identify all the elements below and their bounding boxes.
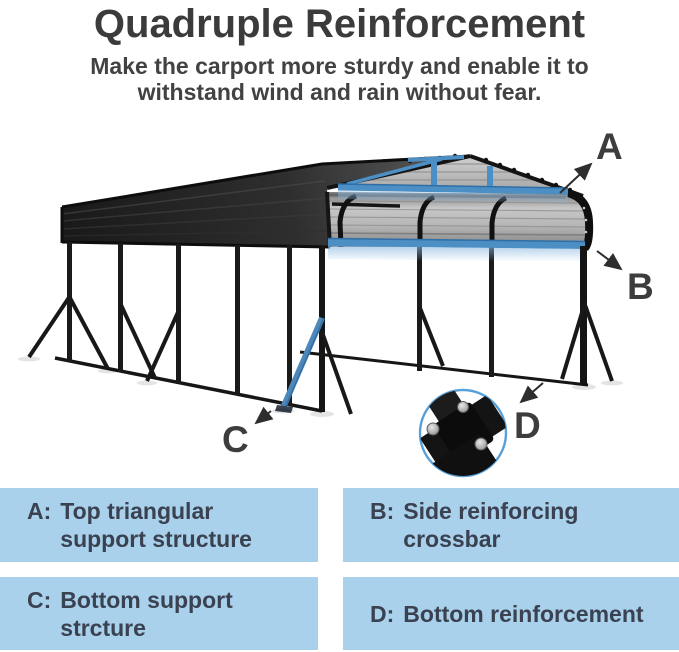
front-fascia-band xyxy=(325,189,594,251)
label-c: C xyxy=(222,419,249,460)
legend-tag-a: A: xyxy=(27,498,52,524)
subtitle-line-2: withstand wind and rain without fear. xyxy=(137,79,542,105)
bracket-inset xyxy=(418,388,508,478)
front-right-corner xyxy=(560,246,614,385)
legend-box-d: D: Bottom reinforcement xyxy=(343,577,679,650)
far-wall xyxy=(299,246,589,387)
legend-text-a: Top triangular support structure xyxy=(60,498,252,552)
page-title: Quadruple Reinforcement xyxy=(93,2,586,46)
legend-box-b: B: Side reinforcing crossbar xyxy=(343,488,679,562)
bottom-support-brace xyxy=(275,316,325,413)
legend-tag-c: C: xyxy=(27,586,52,613)
bolt xyxy=(457,401,469,413)
label-a-arrow xyxy=(559,162,593,194)
top-triangular-support xyxy=(337,155,569,203)
callout-arrows xyxy=(254,162,623,425)
page-subtitle: Make the carport more sturdy and enable … xyxy=(0,53,679,105)
label-b-arrow xyxy=(596,250,623,271)
legend-text-b: Side reinforcing crossbar xyxy=(403,498,579,552)
legend-box-a: A: Top triangular support structure xyxy=(0,488,318,562)
label-c-arrow xyxy=(254,406,274,425)
ground-shadows xyxy=(18,356,623,417)
legend-tag-b: B: xyxy=(370,498,395,524)
bolt xyxy=(474,437,488,451)
label-d: D xyxy=(514,405,541,446)
legend-tag-d: D: xyxy=(370,600,395,627)
label-b: B xyxy=(627,266,654,307)
legend-text-c: Bottom support strcture xyxy=(60,586,233,641)
bolt xyxy=(426,422,440,436)
corner-cap xyxy=(566,189,594,251)
near-wall xyxy=(27,242,353,415)
side-reinforcing-crossbar xyxy=(327,237,586,262)
legend-text-d: Bottom reinforcement xyxy=(403,600,644,627)
label-d-arrow xyxy=(519,382,544,404)
label-a: A xyxy=(596,126,623,167)
legend-box-c: C: Bottom support strcture xyxy=(0,577,318,650)
subtitle-line-1: Make the carport more sturdy and enable … xyxy=(90,53,589,79)
